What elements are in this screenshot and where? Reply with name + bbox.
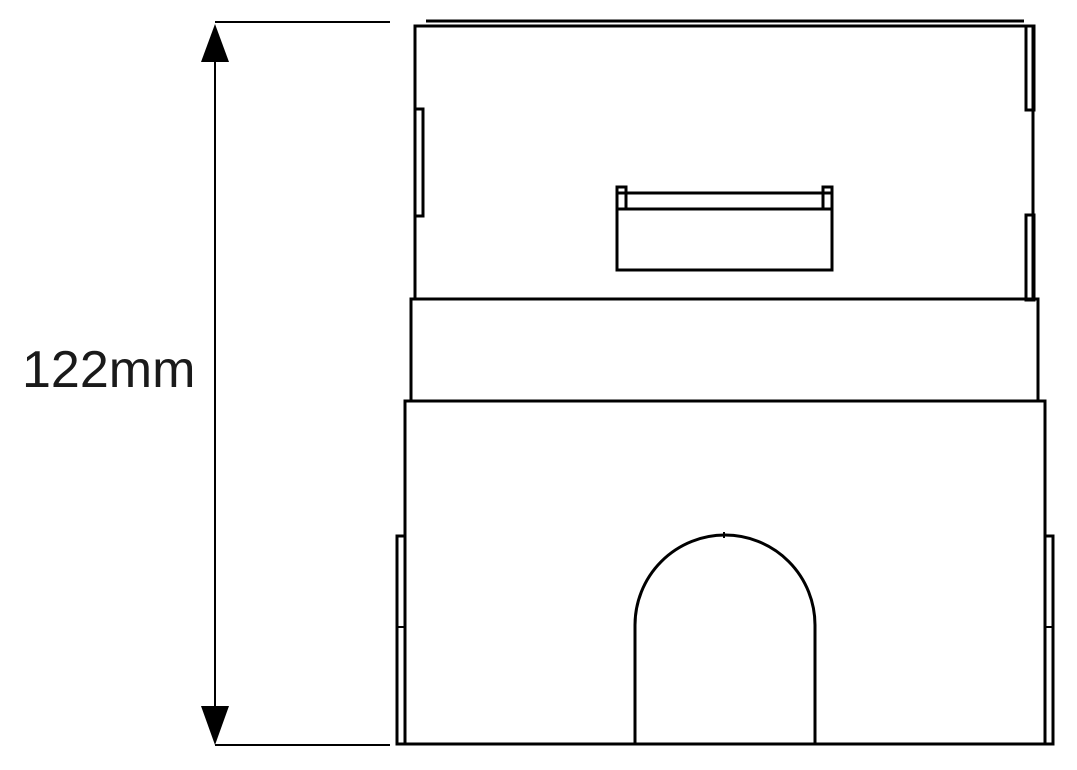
bottom-base bbox=[395, 399, 1055, 746]
arched-opening bbox=[633, 533, 817, 744]
handle-slot bbox=[615, 185, 834, 272]
lid-right-tab-bottom bbox=[1024, 213, 1036, 302]
dimension-label: 122mm bbox=[22, 341, 195, 399]
lid-body bbox=[413, 24, 1035, 301]
slot-right-post bbox=[821, 185, 834, 211]
base-left-tab bbox=[395, 534, 407, 746]
slot-frame bbox=[615, 207, 834, 272]
slot-rail bbox=[615, 191, 834, 211]
height-dimension: 122mm bbox=[22, 21, 390, 746]
lid-right-tab-top bbox=[1024, 24, 1036, 112]
base-right-tab bbox=[1043, 534, 1055, 746]
dimension-arrow-top bbox=[201, 24, 229, 62]
middle-band bbox=[409, 297, 1040, 403]
base-body bbox=[403, 399, 1047, 746]
dimension-arrow-bottom bbox=[201, 706, 229, 745]
top-lid bbox=[413, 19, 1036, 302]
lid-left-tab bbox=[413, 107, 425, 218]
slot-left-post bbox=[615, 185, 628, 211]
